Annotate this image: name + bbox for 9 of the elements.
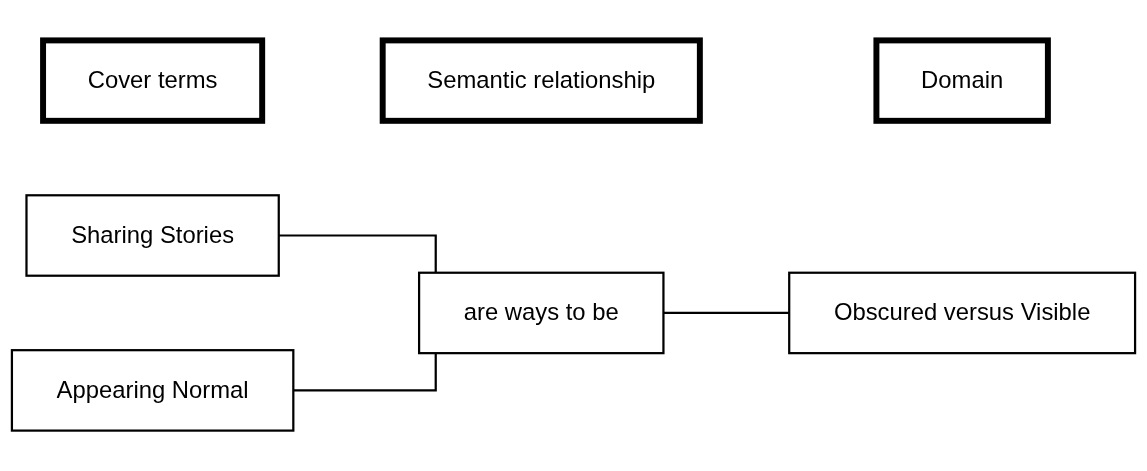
node-box: Appearing Normal — [10, 349, 295, 432]
node-box: Sharing Stories — [25, 194, 280, 277]
connector — [278, 234, 437, 273]
node-box: Cover terms — [40, 37, 266, 124]
node-box: Obscured versus Visible — [788, 271, 1137, 355]
connector — [293, 353, 437, 392]
node-box: Semantic relationship — [379, 37, 703, 124]
node-box: are ways to be — [418, 271, 665, 355]
node-box: Domain — [873, 37, 1051, 124]
